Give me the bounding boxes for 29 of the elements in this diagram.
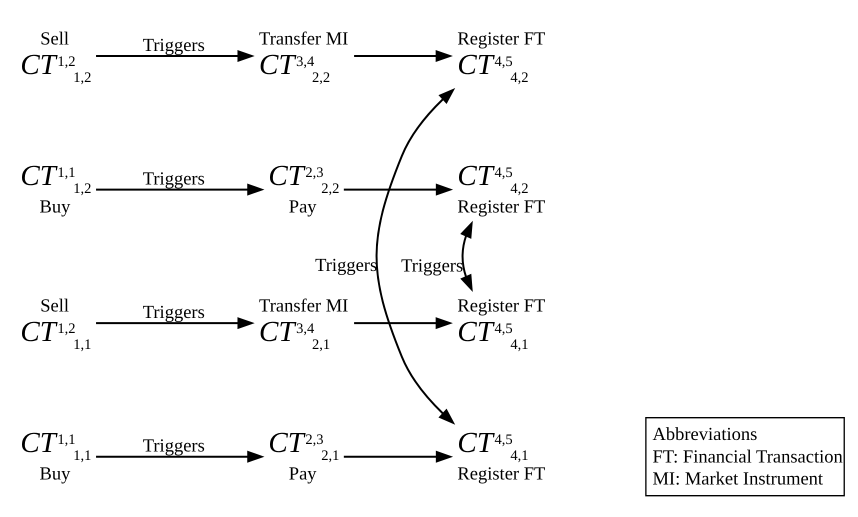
arrow [96,183,264,196]
edge-label: Triggers [142,436,205,456]
edge-label: Triggers [142,302,205,323]
node-label: Register FT [457,464,546,484]
edge-label: Triggers [401,256,464,276]
node-label: Transfer MI [259,28,348,49]
edge-label: Triggers [142,35,205,56]
node-label: Buy [40,464,70,484]
node-label: Pay [288,464,317,484]
node-label: Buy [40,196,70,217]
node-label: Register FT [457,296,546,316]
node-label: Sell [40,28,69,49]
arrow [376,87,456,424]
node-label: Register FT [457,196,546,217]
arrow [344,183,454,196]
arrow [96,49,255,62]
arrow [344,450,454,462]
node-label: Sell [40,296,69,316]
arrow [354,316,453,329]
edge-label: Triggers [142,169,205,190]
arrow [354,49,453,62]
edge-label: Triggers [315,256,378,276]
node-label: Transfer MI [259,296,348,316]
arrow [460,220,473,292]
node-label: Pay [288,196,317,217]
node-box: Abbreviations FT: Financial Transaction MI: Market Instrument [645,416,845,496]
arrow [96,450,264,462]
arrow [96,316,255,329]
node-label: Register FT [457,28,546,49]
